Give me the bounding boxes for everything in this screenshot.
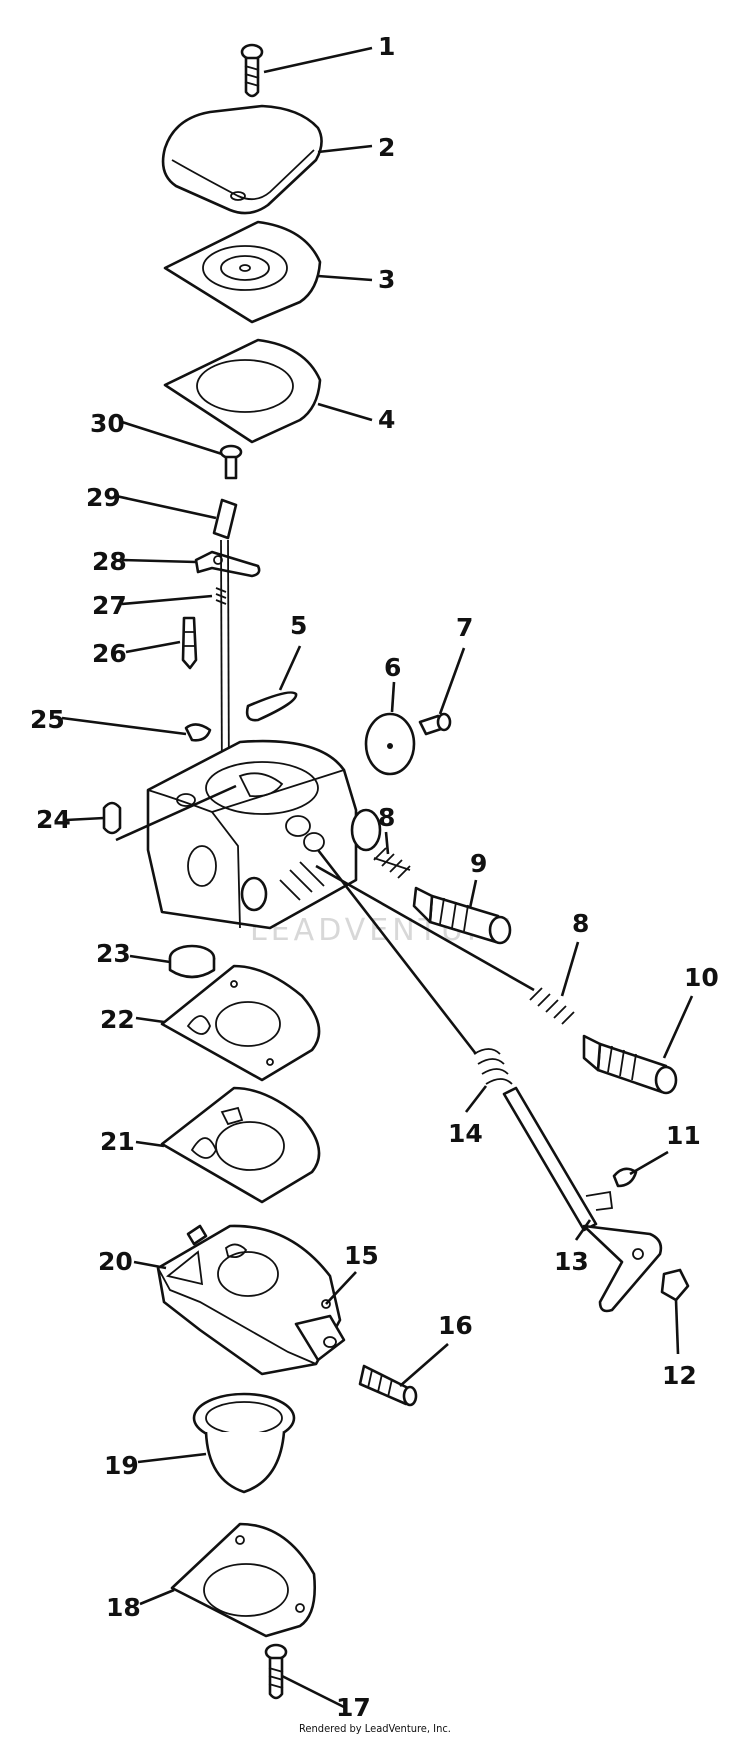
callout-30: 30 [90, 409, 125, 438]
part-8-spring-a [373, 847, 411, 879]
callout-14: 14 [448, 1119, 483, 1148]
callout-29: 29 [86, 483, 121, 512]
callout-16: 16 [438, 1311, 473, 1340]
callout-3: 3 [378, 265, 395, 294]
callout-4: 4 [378, 405, 395, 434]
carburetor-body [146, 739, 382, 930]
part-12-nut [660, 1268, 690, 1302]
callout-19: 19 [104, 1451, 139, 1480]
callout-15: 15 [344, 1241, 379, 1270]
callout-24: 24 [36, 805, 71, 834]
callout-23: 23 [96, 939, 131, 968]
part-19-primer-bulb [192, 1392, 296, 1494]
callout-6: 6 [384, 653, 401, 682]
part-18-flange [170, 1522, 316, 1638]
part-2-pump-cover [161, 104, 323, 215]
part-24-plug [102, 784, 237, 842]
part-6-disc [364, 712, 416, 776]
callout-9: 9 [470, 849, 487, 878]
callout-27: 27 [92, 591, 127, 620]
part-9-idle-needle [412, 886, 512, 945]
part-17-screw [264, 1643, 288, 1700]
callout-7: 7 [456, 613, 473, 642]
part-14-spring [473, 1048, 513, 1085]
part-26-needle [181, 616, 198, 670]
callout-20: 20 [98, 1247, 133, 1276]
callout-12: 12 [662, 1361, 697, 1390]
callout-18: 18 [106, 1593, 141, 1622]
callout-28: 28 [92, 547, 127, 576]
part-7-screw [418, 712, 452, 736]
callout-21: 21 [100, 1127, 135, 1156]
callout-2: 2 [378, 133, 395, 162]
callout-numbers: 1 2 3 4 5 6 7 8 9 8 10 11 12 13 14 15 16… [30, 32, 719, 1722]
part-29-pin [212, 498, 238, 540]
callout-26: 26 [92, 639, 127, 668]
part-4-gasket [163, 338, 322, 444]
part-8-spring-b [529, 987, 575, 1025]
callout-17: 17 [336, 1693, 371, 1722]
part-25-clip [184, 723, 212, 742]
part-3-pump-diaphragm [163, 220, 322, 324]
part-5-seal [245, 691, 298, 722]
lever-axis-line [316, 849, 478, 1055]
callout-13: 13 [554, 1247, 589, 1276]
part-21-gasket [160, 1086, 321, 1204]
leader-lines [61, 46, 694, 1710]
part-23-cap [168, 944, 216, 979]
callout-8b: 8 [572, 909, 589, 938]
part-13-throttle-shaft [502, 1086, 663, 1313]
part-16-screw [358, 1364, 418, 1407]
footer-credit: Rendered by LeadVenture, Inc. [299, 1722, 451, 1735]
callout-22: 22 [100, 1005, 135, 1034]
callout-10: 10 [684, 963, 719, 992]
callout-5: 5 [290, 611, 307, 640]
part-22-diaphragm [160, 964, 321, 1082]
needle-axis-line [315, 864, 535, 992]
part-20-pump-body [156, 1224, 346, 1376]
callout-1: 1 [378, 32, 395, 61]
callout-25: 25 [30, 705, 65, 734]
callout-8a: 8 [378, 803, 395, 832]
part-1-screw [240, 43, 264, 98]
part-10-main-needle [582, 1034, 678, 1095]
part-30-screw [219, 444, 243, 480]
callout-11: 11 [666, 1121, 701, 1150]
